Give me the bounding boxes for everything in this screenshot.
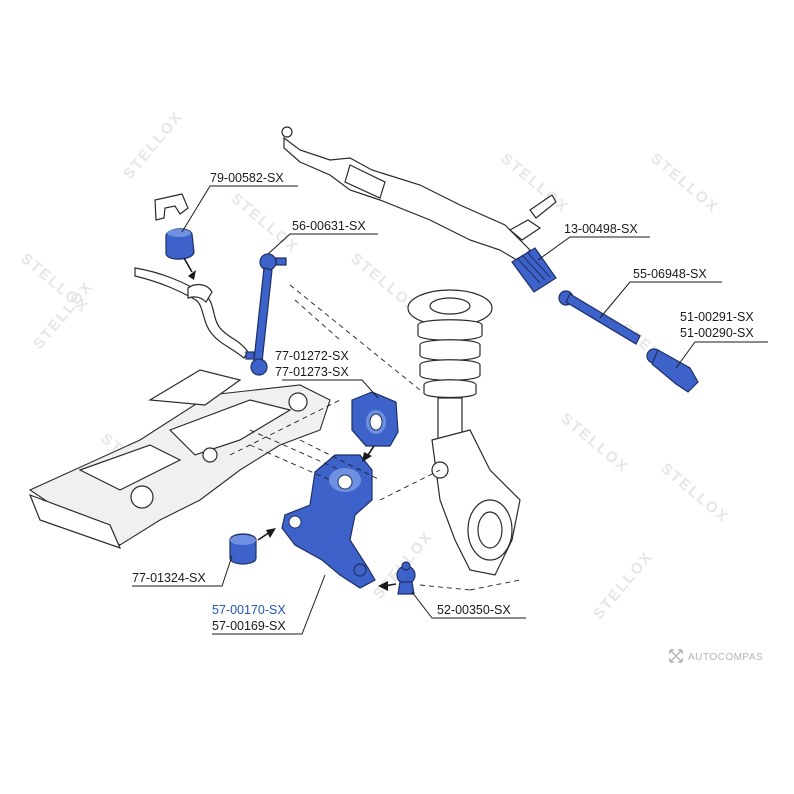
tie-rod-end-part — [646, 348, 699, 393]
brand-logo: AUTOCOMPAS — [669, 649, 763, 663]
label-57-00169: 57-00169-SX — [212, 619, 286, 633]
label-77-01324: 77-01324-SX — [132, 571, 206, 585]
subframe — [28, 369, 331, 550]
brand-text: AUTOCOMPAS — [688, 652, 763, 663]
stabilizer-link-part — [245, 253, 287, 376]
ball-joint-part — [396, 561, 416, 595]
label-57-00170: 57-00170-SX — [212, 603, 286, 617]
watermark-text: STELLOX — [557, 410, 632, 476]
lower-control-arm-part — [281, 454, 376, 589]
watermark-text: STELLOX — [227, 190, 302, 256]
label-79-00582: 79-00582-SX — [210, 171, 284, 185]
label-52-00350: 52-00350-SX — [437, 603, 511, 617]
label-13-00498: 13-00498-SX — [564, 222, 638, 236]
label-51-00291: 51-00291-SX — [680, 310, 754, 324]
steering-rack — [281, 126, 557, 263]
watermark-text: STELLOX — [647, 150, 722, 216]
rear-bushing-part — [229, 533, 257, 565]
tie-rod-part — [558, 290, 641, 345]
label-56-00631: 56-00631-SX — [292, 219, 366, 233]
label-55-06948: 55-06948-SX — [633, 267, 707, 281]
watermark-text: STELLOX — [657, 460, 732, 526]
assembly-arrows — [183, 257, 397, 591]
watermark-text: STELLOX — [590, 548, 656, 623]
brand-icon — [669, 649, 683, 663]
label-77-01272: 77-01272-SX — [275, 349, 349, 363]
stabilizer-bushing-part — [154, 193, 195, 260]
watermark-text: STELLOX — [120, 108, 186, 183]
control-arm-bushing-part — [351, 391, 399, 447]
steering-knuckle — [431, 429, 521, 576]
strut-assembly — [407, 289, 493, 449]
assembly-dashed-lines — [229, 284, 521, 591]
part-labels: 79-00582-SX 56-00631-SX 13-00498-SX 55-0… — [132, 171, 754, 633]
label-51-00290: 51-00290-SX — [680, 326, 754, 340]
label-77-01273: 77-01273-SX — [275, 365, 349, 379]
steering-boot-part — [511, 247, 557, 293]
leader-lines — [132, 185, 768, 635]
stabilizer-bar — [134, 267, 249, 359]
